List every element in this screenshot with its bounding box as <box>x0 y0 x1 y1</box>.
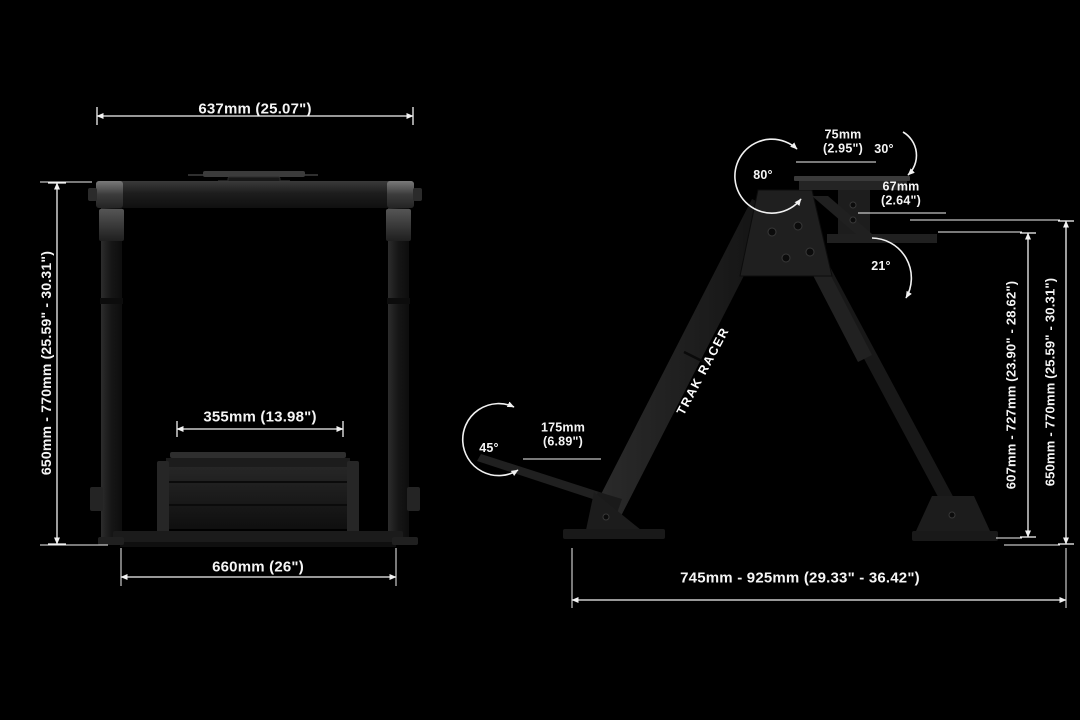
side-front-leg <box>595 199 777 518</box>
bolt <box>948 511 956 519</box>
label-overall-height: 650mm - 770mm (25.59" - 30.31") <box>1042 277 1058 487</box>
front-leg-joint-left <box>100 298 123 304</box>
front-leg-fitting-left <box>99 209 124 241</box>
side-rear-foot <box>912 531 998 541</box>
label-front-top-width: 637mm (25.07") <box>198 100 312 118</box>
angle-arc-45 <box>461 401 519 477</box>
angle-arc-30 <box>902 131 918 176</box>
bolt <box>767 227 777 237</box>
front-view-drawing <box>88 171 422 547</box>
bolt <box>849 216 857 224</box>
bolt <box>849 201 857 209</box>
wheel-deck-strut <box>812 196 872 234</box>
label-bracket-travel: 67mm (2.64") <box>881 179 921 208</box>
front-top-rod <box>203 171 305 177</box>
side-view-drawing <box>477 176 998 541</box>
label-deck-travel: 75mm (2.95") <box>823 127 863 156</box>
front-beam-cap-left <box>96 181 123 208</box>
wheel-deck-lip <box>794 176 910 181</box>
dimension-lines <box>40 107 1074 608</box>
front-leg-joint-right <box>387 298 410 304</box>
pedal-tray <box>163 467 353 529</box>
front-foot-left <box>98 537 124 545</box>
wheel-deck-lower-plate <box>827 234 937 243</box>
side-front-foot <box>563 529 665 539</box>
front-knob-left <box>88 188 97 201</box>
front-clamp-left <box>90 487 103 511</box>
bolt <box>793 221 803 231</box>
front-top-beam <box>96 181 414 208</box>
label-pedal-length: 175mm (6.89") <box>540 420 586 449</box>
front-foot-right <box>392 537 418 545</box>
label-deck-height: 607mm - 727mm (23.90" - 28.62") <box>1003 280 1019 490</box>
label-front-height: 650mm - 770mm (25.59" - 30.31") <box>38 250 54 476</box>
side-front-leg-joint <box>683 350 709 366</box>
front-base-lip <box>120 542 396 547</box>
front-base-plate <box>113 531 403 542</box>
angle-arc-80 <box>734 138 802 214</box>
front-beam-cap-right <box>387 181 414 208</box>
label-depth: 745mm - 925mm (29.33" - 36.42") <box>680 569 920 587</box>
front-leg-fitting-right <box>386 209 411 241</box>
label-tray-width: 355mm (13.98") <box>203 408 317 426</box>
pedal-upper-plate <box>166 458 350 467</box>
bolt <box>781 253 791 263</box>
label-frame-angle: 80° <box>753 168 773 182</box>
bolt <box>602 513 610 521</box>
front-clamp-right <box>407 487 420 511</box>
label-rear-leg-angle: 21° <box>871 259 891 273</box>
front-knob-right <box>413 188 422 201</box>
pedal-rod <box>170 452 346 458</box>
label-deck-tilt-angle: 30° <box>874 142 894 156</box>
label-base-width: 660mm (26") <box>212 558 304 576</box>
label-pedal-tilt-angle: 45° <box>479 441 499 455</box>
bolt <box>805 247 815 257</box>
tray-flange-left <box>157 461 169 533</box>
tray-flange-right <box>347 461 359 533</box>
front-foot-gusset <box>586 492 641 530</box>
front-leg-right <box>388 208 409 538</box>
wheel-deck-plate <box>799 181 907 190</box>
angle-arc-21 <box>871 237 913 299</box>
front-leg-left <box>101 208 122 538</box>
